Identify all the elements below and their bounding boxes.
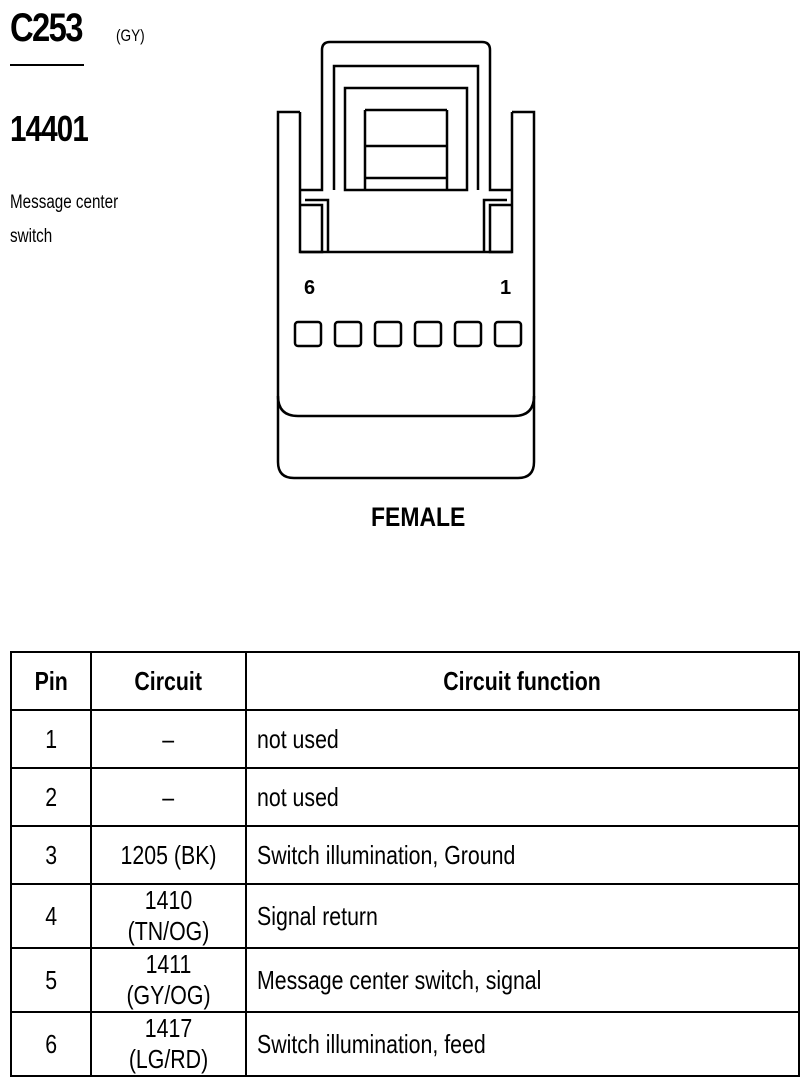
pin-cavities	[293, 320, 523, 348]
guide-right	[488, 112, 514, 254]
pin-cell: 1	[10, 709, 92, 769]
part-description: Message center switch	[10, 192, 119, 247]
circuit-cell: –	[90, 767, 247, 827]
table-row: 4 1410 (TN/OG) Signal return	[10, 883, 800, 949]
pin-cell: 4	[10, 883, 92, 949]
table-row: 1 – not used	[10, 709, 800, 769]
circuit-cell: 1410 (TN/OG)	[90, 883, 247, 949]
connector-face-diagram: 6 1	[276, 40, 536, 480]
title-underline	[10, 64, 84, 66]
function-cell: Signal return	[245, 883, 800, 949]
pin-cavity	[413, 320, 443, 348]
guide-right-inner	[482, 198, 507, 252]
pin-cell: 2	[10, 767, 92, 827]
pin-cavity	[493, 320, 523, 348]
pin-cavity	[333, 320, 363, 348]
function-cell: not used	[245, 709, 800, 769]
function-cell: Switch illumination, feed	[245, 1011, 800, 1077]
connector-body	[276, 110, 536, 480]
table-row: 5 1411 (GY/OG) Message center switch, si…	[10, 947, 800, 1013]
pinout-table: Pin Circuit Circuit function 1 – not use…	[10, 651, 800, 1077]
connector-color: (GY)	[116, 26, 145, 45]
function-cell: not used	[245, 767, 800, 827]
pin-cavity	[293, 320, 323, 348]
pin-cell: 3	[10, 825, 92, 885]
view-label: FEMALE	[371, 502, 466, 532]
part-number: 14401	[10, 108, 89, 149]
circuit-cell: 1411 (GY/OG)	[90, 947, 247, 1013]
table-row: 3 1205 (BK) Switch illumination, Ground	[10, 825, 800, 885]
lower-band	[276, 395, 536, 418]
circuit-cell: –	[90, 709, 247, 769]
guide-left	[298, 112, 324, 254]
locking-tab-outer	[300, 40, 512, 192]
table-row: 6 1417 (LG/RD) Switch illumination, feed	[10, 1011, 800, 1077]
pin-label-right: 1	[500, 277, 511, 299]
pin-cavity	[453, 320, 483, 348]
function-cell: Switch illumination, Ground	[245, 825, 800, 885]
pin-label-left: 6	[304, 277, 315, 299]
header-pin: Pin	[10, 651, 92, 711]
guide-left-inner	[305, 198, 330, 252]
pin-cell: 5	[10, 947, 92, 1013]
header-circuit: Circuit	[90, 651, 247, 711]
locking-tab-inner	[332, 64, 480, 190]
table-row: 2 – not used	[10, 767, 800, 827]
circuit-cell: 1205 (BK)	[90, 825, 247, 885]
table-header-row: Pin Circuit Circuit function	[10, 651, 800, 711]
latch-body	[343, 86, 469, 192]
circuit-cell: 1417 (LG/RD)	[90, 1011, 247, 1077]
pin-cavity	[373, 320, 403, 348]
header-circuit-function: Circuit function	[245, 651, 800, 711]
function-cell: Message center switch, signal	[245, 947, 800, 1013]
pin-cell: 6	[10, 1011, 92, 1077]
connector-id: C253	[10, 6, 83, 50]
